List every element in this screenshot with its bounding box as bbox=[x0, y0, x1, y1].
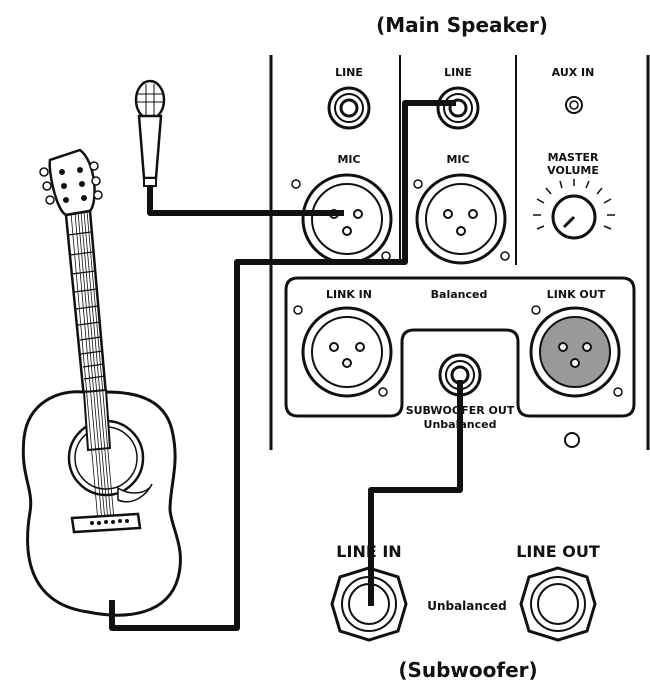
ch2-mic-xlr-jack[interactable] bbox=[413, 173, 510, 265]
main-speaker-title: (Main Speaker) bbox=[376, 13, 548, 37]
sub-line-out-jack[interactable] bbox=[519, 566, 597, 642]
ch2-line-label: LINE bbox=[444, 66, 472, 79]
cables bbox=[109, 100, 463, 631]
link-section: LINK IN Balanced LINK OUT bbox=[284, 276, 636, 418]
main-speaker-panel: LINE MIC LINE MIC bbox=[269, 55, 650, 450]
acoustic-guitar bbox=[21, 148, 182, 617]
subwoofer-cable bbox=[368, 380, 463, 606]
link-in-label: LINK IN bbox=[326, 288, 372, 301]
ch1-line-label: LINE bbox=[335, 66, 363, 79]
ch2-mic-label: MIC bbox=[446, 153, 469, 166]
master-label-line2: VOLUME bbox=[547, 164, 599, 177]
microphone bbox=[134, 79, 166, 187]
aux-in-label: AUX IN bbox=[552, 66, 595, 79]
indicator-led bbox=[564, 432, 580, 448]
sub-line-out-label: LINE OUT bbox=[516, 542, 600, 561]
strings bbox=[70, 210, 115, 523]
volume-scale-ticks bbox=[533, 179, 615, 230]
mic-cable bbox=[147, 186, 344, 216]
ch1-mic-label: MIC bbox=[337, 153, 360, 166]
guitar-cable bbox=[109, 100, 456, 631]
link-out-label: LINK OUT bbox=[547, 288, 606, 301]
ch2-line-jack[interactable] bbox=[436, 86, 480, 130]
ch1-line-jack[interactable] bbox=[327, 86, 371, 130]
subwoofer-title: (Subwoofer) bbox=[398, 658, 537, 682]
sub-unbalanced-label: Unbalanced bbox=[427, 599, 507, 613]
subwoofer-out-jack[interactable] bbox=[438, 353, 482, 397]
master-volume-knob[interactable] bbox=[533, 179, 615, 240]
ch1-mic-xlr-jack[interactable] bbox=[291, 173, 393, 265]
master-label-line1: MASTER bbox=[548, 151, 599, 164]
link-out-xlr-jack[interactable] bbox=[529, 305, 623, 398]
aux-in-jack[interactable] bbox=[565, 96, 583, 114]
balanced-label: Balanced bbox=[431, 288, 488, 301]
link-in-xlr-jack[interactable] bbox=[293, 305, 393, 398]
